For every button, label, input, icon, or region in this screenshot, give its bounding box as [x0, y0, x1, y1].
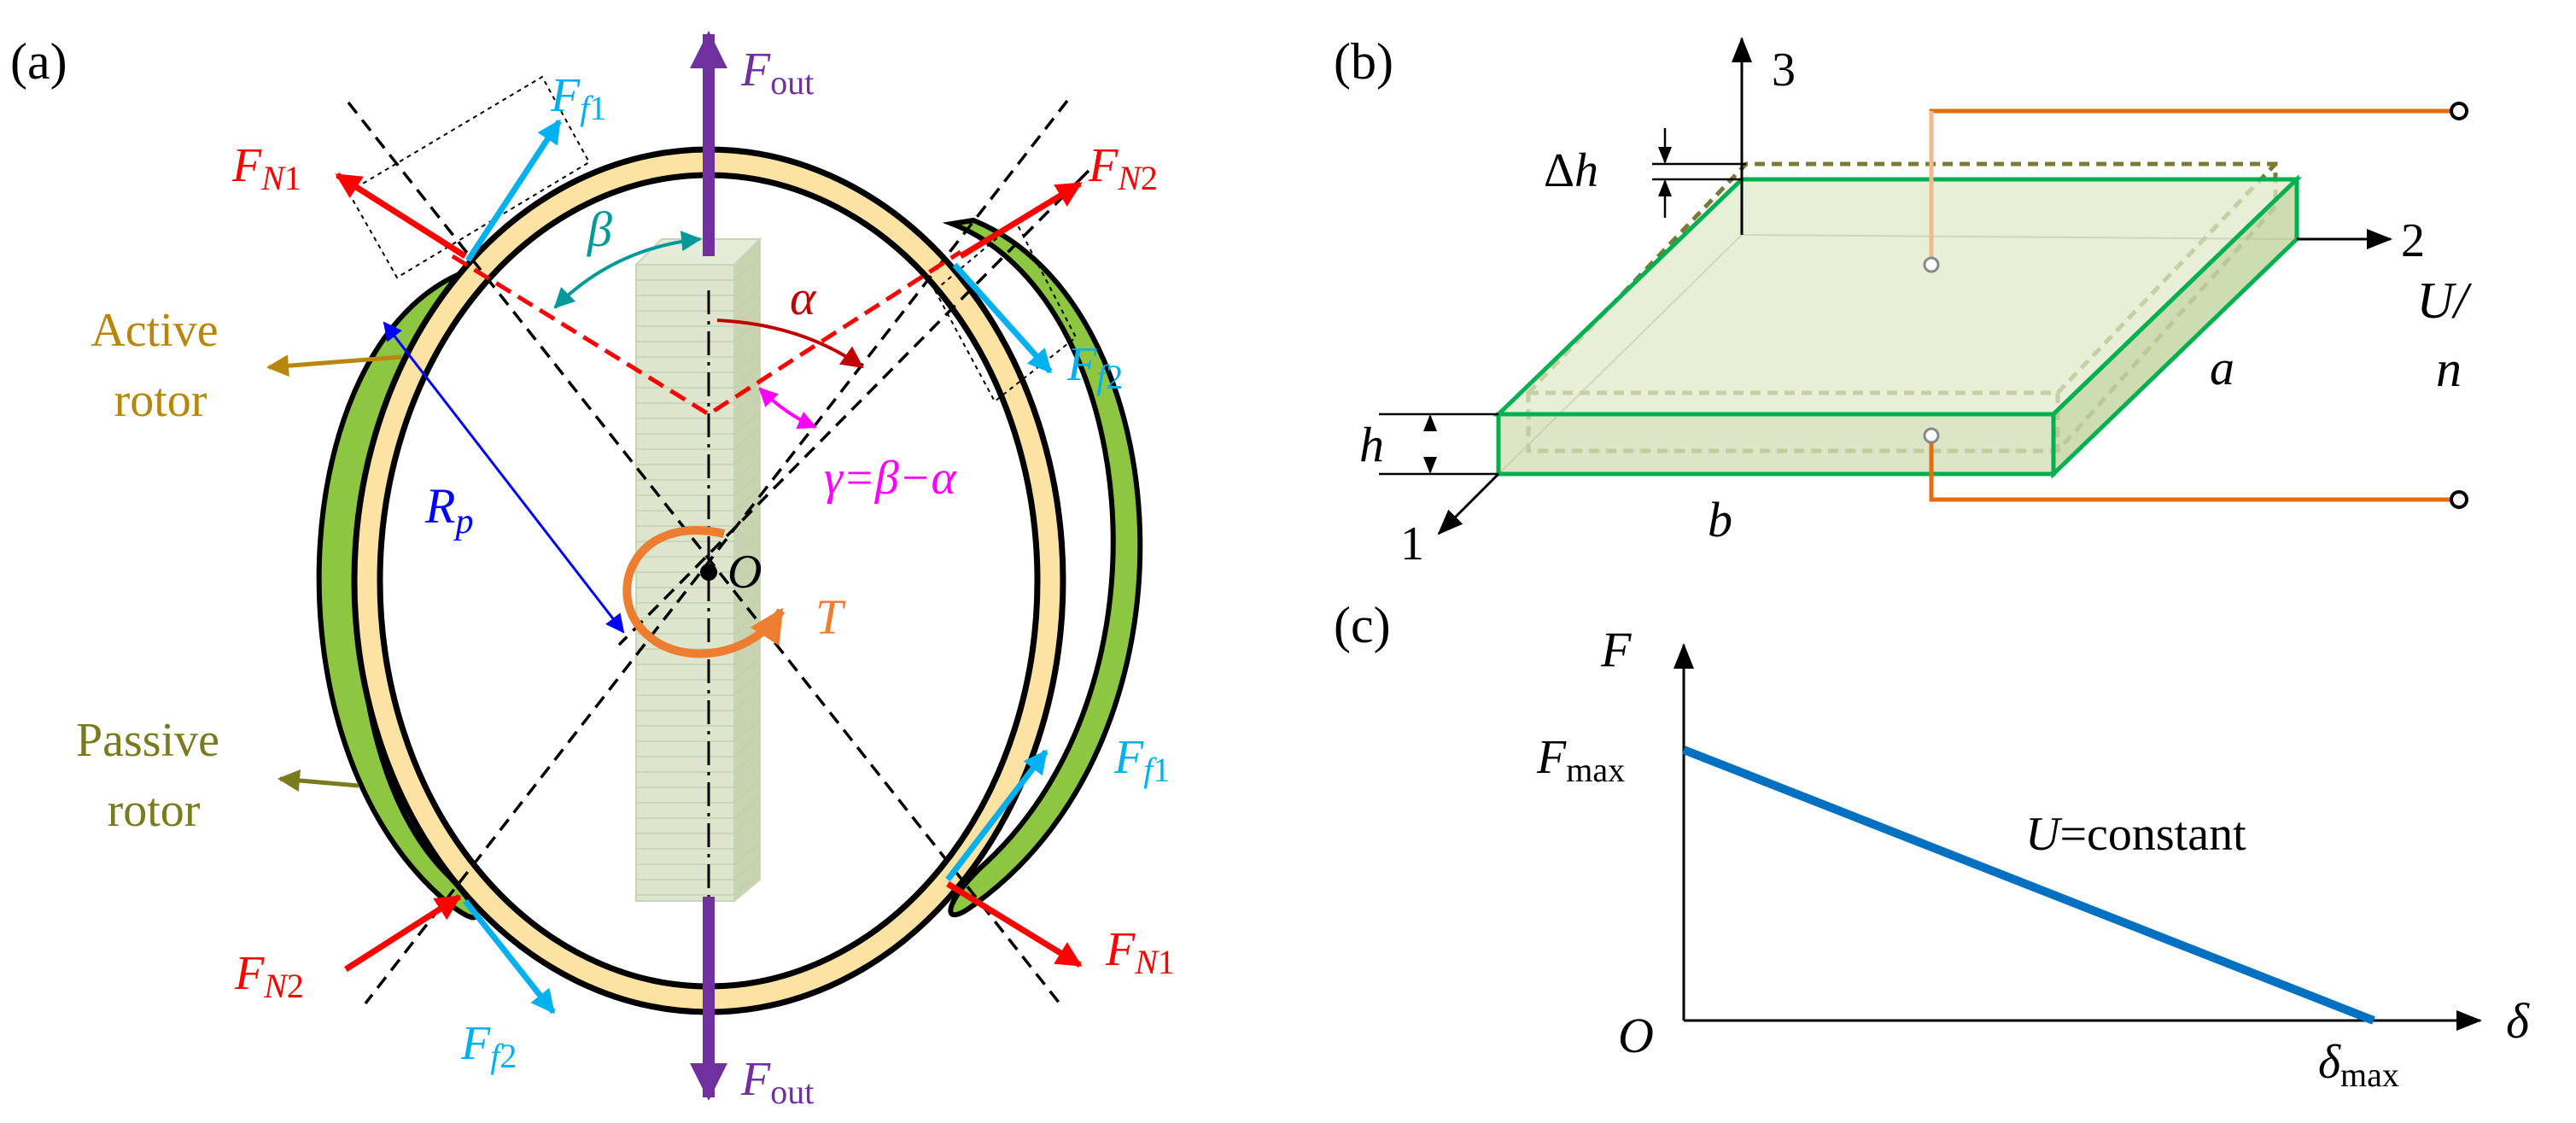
- label-ff2-top: Ff2: [1066, 338, 1123, 396]
- label-u-n: U/ n: [2417, 272, 2481, 397]
- panel-a: (a): [10, 31, 1175, 1111]
- x-tick-deltamax: δmax: [2318, 1036, 2399, 1094]
- gamma-arc: [758, 387, 817, 430]
- fn1-top-arrow: [335, 173, 467, 259]
- label-fn2-bottom: FN2: [234, 947, 304, 1005]
- label-f-out-bottom: Fout: [740, 1053, 814, 1111]
- label-h: h: [1359, 417, 1384, 472]
- label-gamma-equation: γ=β−α: [824, 452, 958, 505]
- axis-1-line: [1437, 472, 1500, 535]
- fn1-bottom-arrow: [946, 881, 1083, 968]
- delta-h-dimension: [1652, 128, 1746, 218]
- label-delta-h-hidden: Δh: [0, 0, 2, 1]
- panel-a-label: (a): [10, 33, 67, 90]
- panel-c-label: (c): [1334, 597, 1391, 653]
- force-displacement-chart: Fδ O Fmax δmax U=constant: [1536, 622, 2530, 1094]
- center-point: [700, 564, 717, 581]
- torque-arrow: [622, 526, 786, 658]
- axis-1-label: 1: [1400, 518, 1424, 570]
- origin-label: O: [1618, 1008, 1654, 1063]
- label-rp: Rp: [424, 478, 473, 541]
- reference-lines: [347, 99, 1090, 1009]
- axis-2-label: 2: [2401, 214, 2425, 267]
- label-ff1-top: Ff1: [550, 69, 606, 127]
- angle-lines: [451, 249, 962, 417]
- fn2-bottom-arrow: [344, 894, 462, 972]
- label-active-rotor: Active rotor: [91, 304, 230, 427]
- ff2-bottom-arrow: [463, 898, 556, 1015]
- label-torque: T: [815, 589, 846, 645]
- label-a: a: [2210, 340, 2234, 395]
- terminal-top: [2450, 102, 2468, 120]
- alpha-arc: [716, 319, 864, 369]
- label-f-out-top: Fout: [740, 44, 814, 102]
- force-displacement-line: [1682, 746, 2375, 1025]
- fn2-top-arrow: [959, 181, 1083, 259]
- label-fn1-bottom: FN1: [1105, 923, 1175, 981]
- force-box-top-right: [933, 220, 1078, 403]
- y-tick-fmax: Fmax: [1536, 731, 1625, 789]
- label-delta-h: Δh: [1544, 144, 1598, 197]
- rp-arrow: [383, 321, 625, 634]
- electrode-bottom-dot: [1923, 427, 1940, 444]
- label-fn1-top: FN1: [231, 139, 301, 197]
- terminal-bottom: [2450, 490, 2468, 509]
- ff1-top-arrow: [465, 119, 562, 262]
- ff1-bottom-arrow: [945, 749, 1049, 882]
- passive-rotor-pointer: [277, 769, 359, 792]
- electrode-top-dot: [1923, 256, 1940, 273]
- piezo-stack: [634, 237, 762, 904]
- panel-b-label: (b): [1334, 33, 1393, 90]
- label-passive-rotor: Passive rotor: [76, 714, 231, 837]
- beta-arc: [553, 231, 702, 309]
- label-origin: O: [727, 546, 762, 599]
- h-dimension: [1379, 412, 1498, 476]
- panel-b: (b) 3 2 1 Δh: [0, 0, 2481, 570]
- label-fn2-top: FN2: [1088, 139, 1158, 197]
- electrode-leads: [1929, 108, 2453, 502]
- y-axis-label: F: [1600, 622, 1632, 677]
- active-rotor-pointer: [266, 354, 402, 377]
- panel-c: (c) Fδ O Fmax δmax U=constant: [1334, 597, 2530, 1094]
- x-axis-label: δ: [2506, 993, 2530, 1049]
- label-ff1-bottom: Ff1: [1113, 731, 1170, 789]
- label-b: b: [1708, 492, 1732, 547]
- label-beta: β: [587, 202, 612, 257]
- plate-solid: [1492, 174, 2303, 479]
- label-ff2-bottom: Ff2: [460, 1017, 517, 1075]
- label-alpha: α: [790, 270, 817, 325]
- passive-rotor-right: [942, 217, 1143, 918]
- constant-voltage-annotation: U=constant: [2025, 808, 2246, 861]
- axis-3-label: 3: [1772, 44, 1796, 97]
- ff2-top-arrow: [952, 262, 1053, 374]
